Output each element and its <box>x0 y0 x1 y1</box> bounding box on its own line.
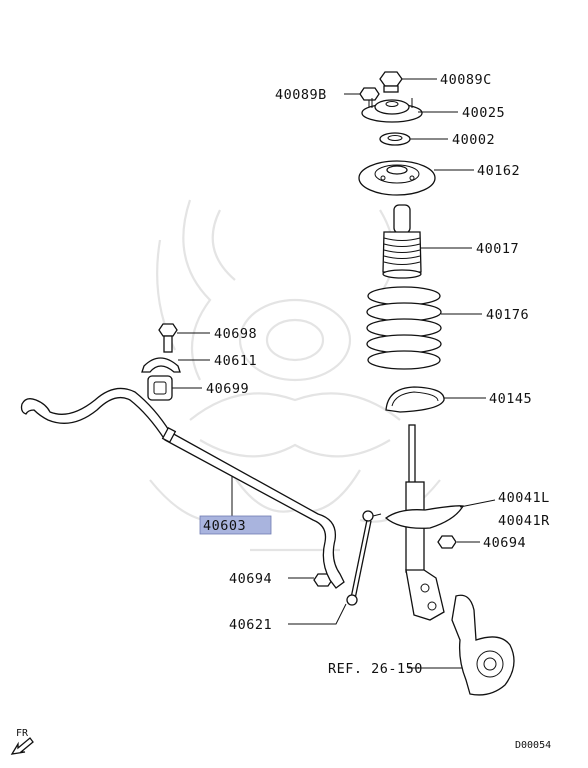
bushing-bracket-40611[interactable] <box>141 357 181 373</box>
label-40041l[interactable]: 40041L <box>498 490 550 506</box>
label-ref-26-150[interactable]: REF. 26-150 <box>328 661 423 677</box>
label-40694-left[interactable]: 40694 <box>229 571 272 587</box>
strut-nut-40089c[interactable] <box>379 71 403 93</box>
label-40699[interactable]: 40699 <box>206 381 249 397</box>
strut-assembly-40041[interactable] <box>384 424 465 621</box>
bracket-bolt-40698[interactable] <box>158 323 178 353</box>
strut-mount-40025[interactable] <box>361 98 423 123</box>
front-direction-arrow-icon <box>10 737 34 755</box>
label-40041r[interactable]: 40041R <box>498 513 550 529</box>
bar-bushing-40699[interactable] <box>147 375 173 401</box>
dust-boot-40017[interactable] <box>382 204 422 279</box>
label-40162[interactable]: 40162 <box>477 163 520 179</box>
label-40089c[interactable]: 40089C <box>440 72 492 88</box>
stabilizer-bar-40603[interactable] <box>20 387 345 589</box>
label-40089b[interactable]: 40089B <box>275 87 327 103</box>
spring-seat-40162[interactable] <box>358 160 436 196</box>
label-40176[interactable]: 40176 <box>486 307 529 323</box>
label-40002[interactable]: 40002 <box>452 132 495 148</box>
label-40611[interactable]: 40611 <box>214 353 257 369</box>
stabilizer-link-40621[interactable] <box>346 510 382 606</box>
label-40017[interactable]: 40017 <box>476 241 519 257</box>
label-40698[interactable]: 40698 <box>214 326 257 342</box>
steering-knuckle[interactable] <box>451 594 515 696</box>
label-40621[interactable]: 40621 <box>229 617 272 633</box>
nut-40694-right[interactable] <box>437 535 457 549</box>
label-40145[interactable]: 40145 <box>489 391 532 407</box>
diagram-id: D00054 <box>515 740 551 751</box>
bearing-40002[interactable] <box>379 132 411 146</box>
label-40603[interactable]: 40603 <box>203 518 246 534</box>
orientation-label: FR <box>16 728 29 739</box>
spring-insulator-40145[interactable] <box>385 386 445 413</box>
highlight-box-40603 <box>199 515 272 535</box>
coil-spring-40176[interactable] <box>366 286 442 370</box>
label-40025[interactable]: 40025 <box>462 105 505 121</box>
leader-lines <box>172 78 496 669</box>
label-40694-right[interactable]: 40694 <box>483 535 526 551</box>
